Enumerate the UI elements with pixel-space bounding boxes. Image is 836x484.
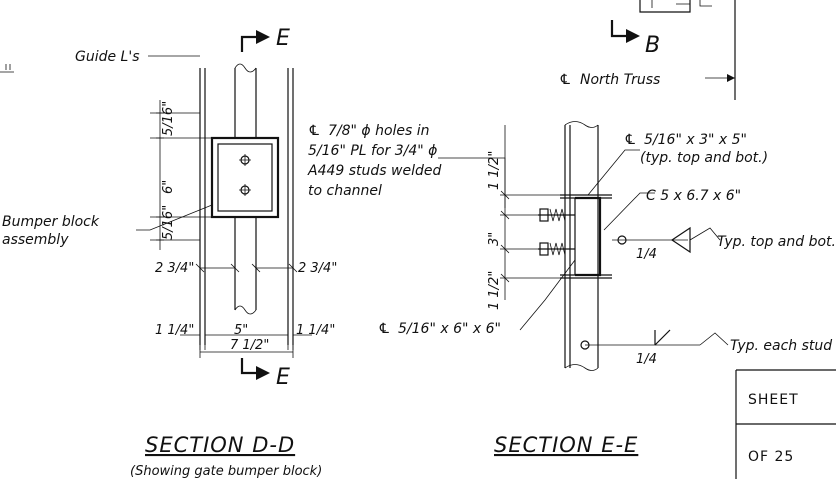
- typ-each-stud-note: Typ. each stud: [730, 338, 832, 354]
- holes-note-line3: A449 studs welded: [307, 163, 441, 179]
- title-block: [735, 369, 836, 479]
- sheet-of-label: OF 25: [748, 449, 794, 465]
- section-e-e-title: SECTION E-E: [494, 433, 638, 457]
- dim-6: 6": [161, 180, 176, 194]
- bumper-block-label-line1: Bumper block: [2, 214, 100, 230]
- dim-1-1-4-right: 1 1/4": [296, 323, 335, 338]
- plate-symbol-top: ℄: [624, 132, 637, 148]
- top-right-fragment: [639, 0, 736, 100]
- holes-note-line4: to channel: [308, 183, 382, 199]
- bumper-block-label-line2: assembly: [2, 232, 69, 248]
- weld-size-top: 1/4: [636, 247, 657, 262]
- guide-angles-label: Guide L's: [75, 49, 140, 65]
- plate-top-note-line1: 5/16" x 3" x 5": [644, 132, 747, 148]
- cut-label-b: B: [645, 33, 660, 58]
- cut-label-e-top: E: [276, 26, 290, 51]
- holes-note-line2: 5/16" PL for 3/4" ϕ: [308, 143, 437, 159]
- dim-5-16-bot: 5/16": [161, 205, 176, 240]
- centerline-symbol-holes: ℄: [308, 123, 321, 139]
- channel-note: C 5 x 6.7 x 6": [646, 188, 741, 204]
- dim-2-3-4-right: 2 3/4": [298, 261, 337, 276]
- dim-e-1-1-2-bot: 1 1/2": [487, 271, 502, 310]
- sheet-label: SHEET: [748, 392, 799, 408]
- dim-7-1-2: 7 1/2": [230, 338, 269, 353]
- plate-symbol-side: ℄: [378, 321, 391, 337]
- fragment-mark: [0, 64, 14, 73]
- dim-2-3-4-left: 2 3/4": [155, 261, 194, 276]
- plate-side-note: 5/16" x 6" x 6": [398, 321, 501, 337]
- section-e-e-drawing: [438, 121, 729, 371]
- weld-size-bottom: 1/4: [636, 352, 657, 367]
- dim-e-1-1-2-top: 1 1/2": [487, 151, 502, 190]
- holes-note-line1: 7/8" ϕ holes in: [328, 123, 430, 139]
- dim-5: 5": [234, 323, 248, 338]
- north-truss-marker: [610, 20, 735, 82]
- dim-1-1-4-left: 1 1/4": [155, 323, 194, 338]
- section-d-d-drawing: [136, 30, 312, 380]
- typ-top-bot-note: Typ. top and bot.: [717, 234, 836, 250]
- plate-top-note-line2: (typ. top and bot.): [640, 150, 768, 166]
- section-d-d-title: SECTION D-D: [145, 433, 295, 457]
- dim-e-3: 3": [487, 232, 502, 246]
- dim-5-16-top: 5/16": [161, 101, 176, 136]
- cut-label-e-bottom: E: [276, 365, 290, 390]
- north-truss-label: North Truss: [580, 72, 660, 88]
- section-d-d-subtitle: (Showing gate bumper block): [130, 464, 322, 479]
- centerline-symbol-north-truss: ℄: [559, 72, 572, 88]
